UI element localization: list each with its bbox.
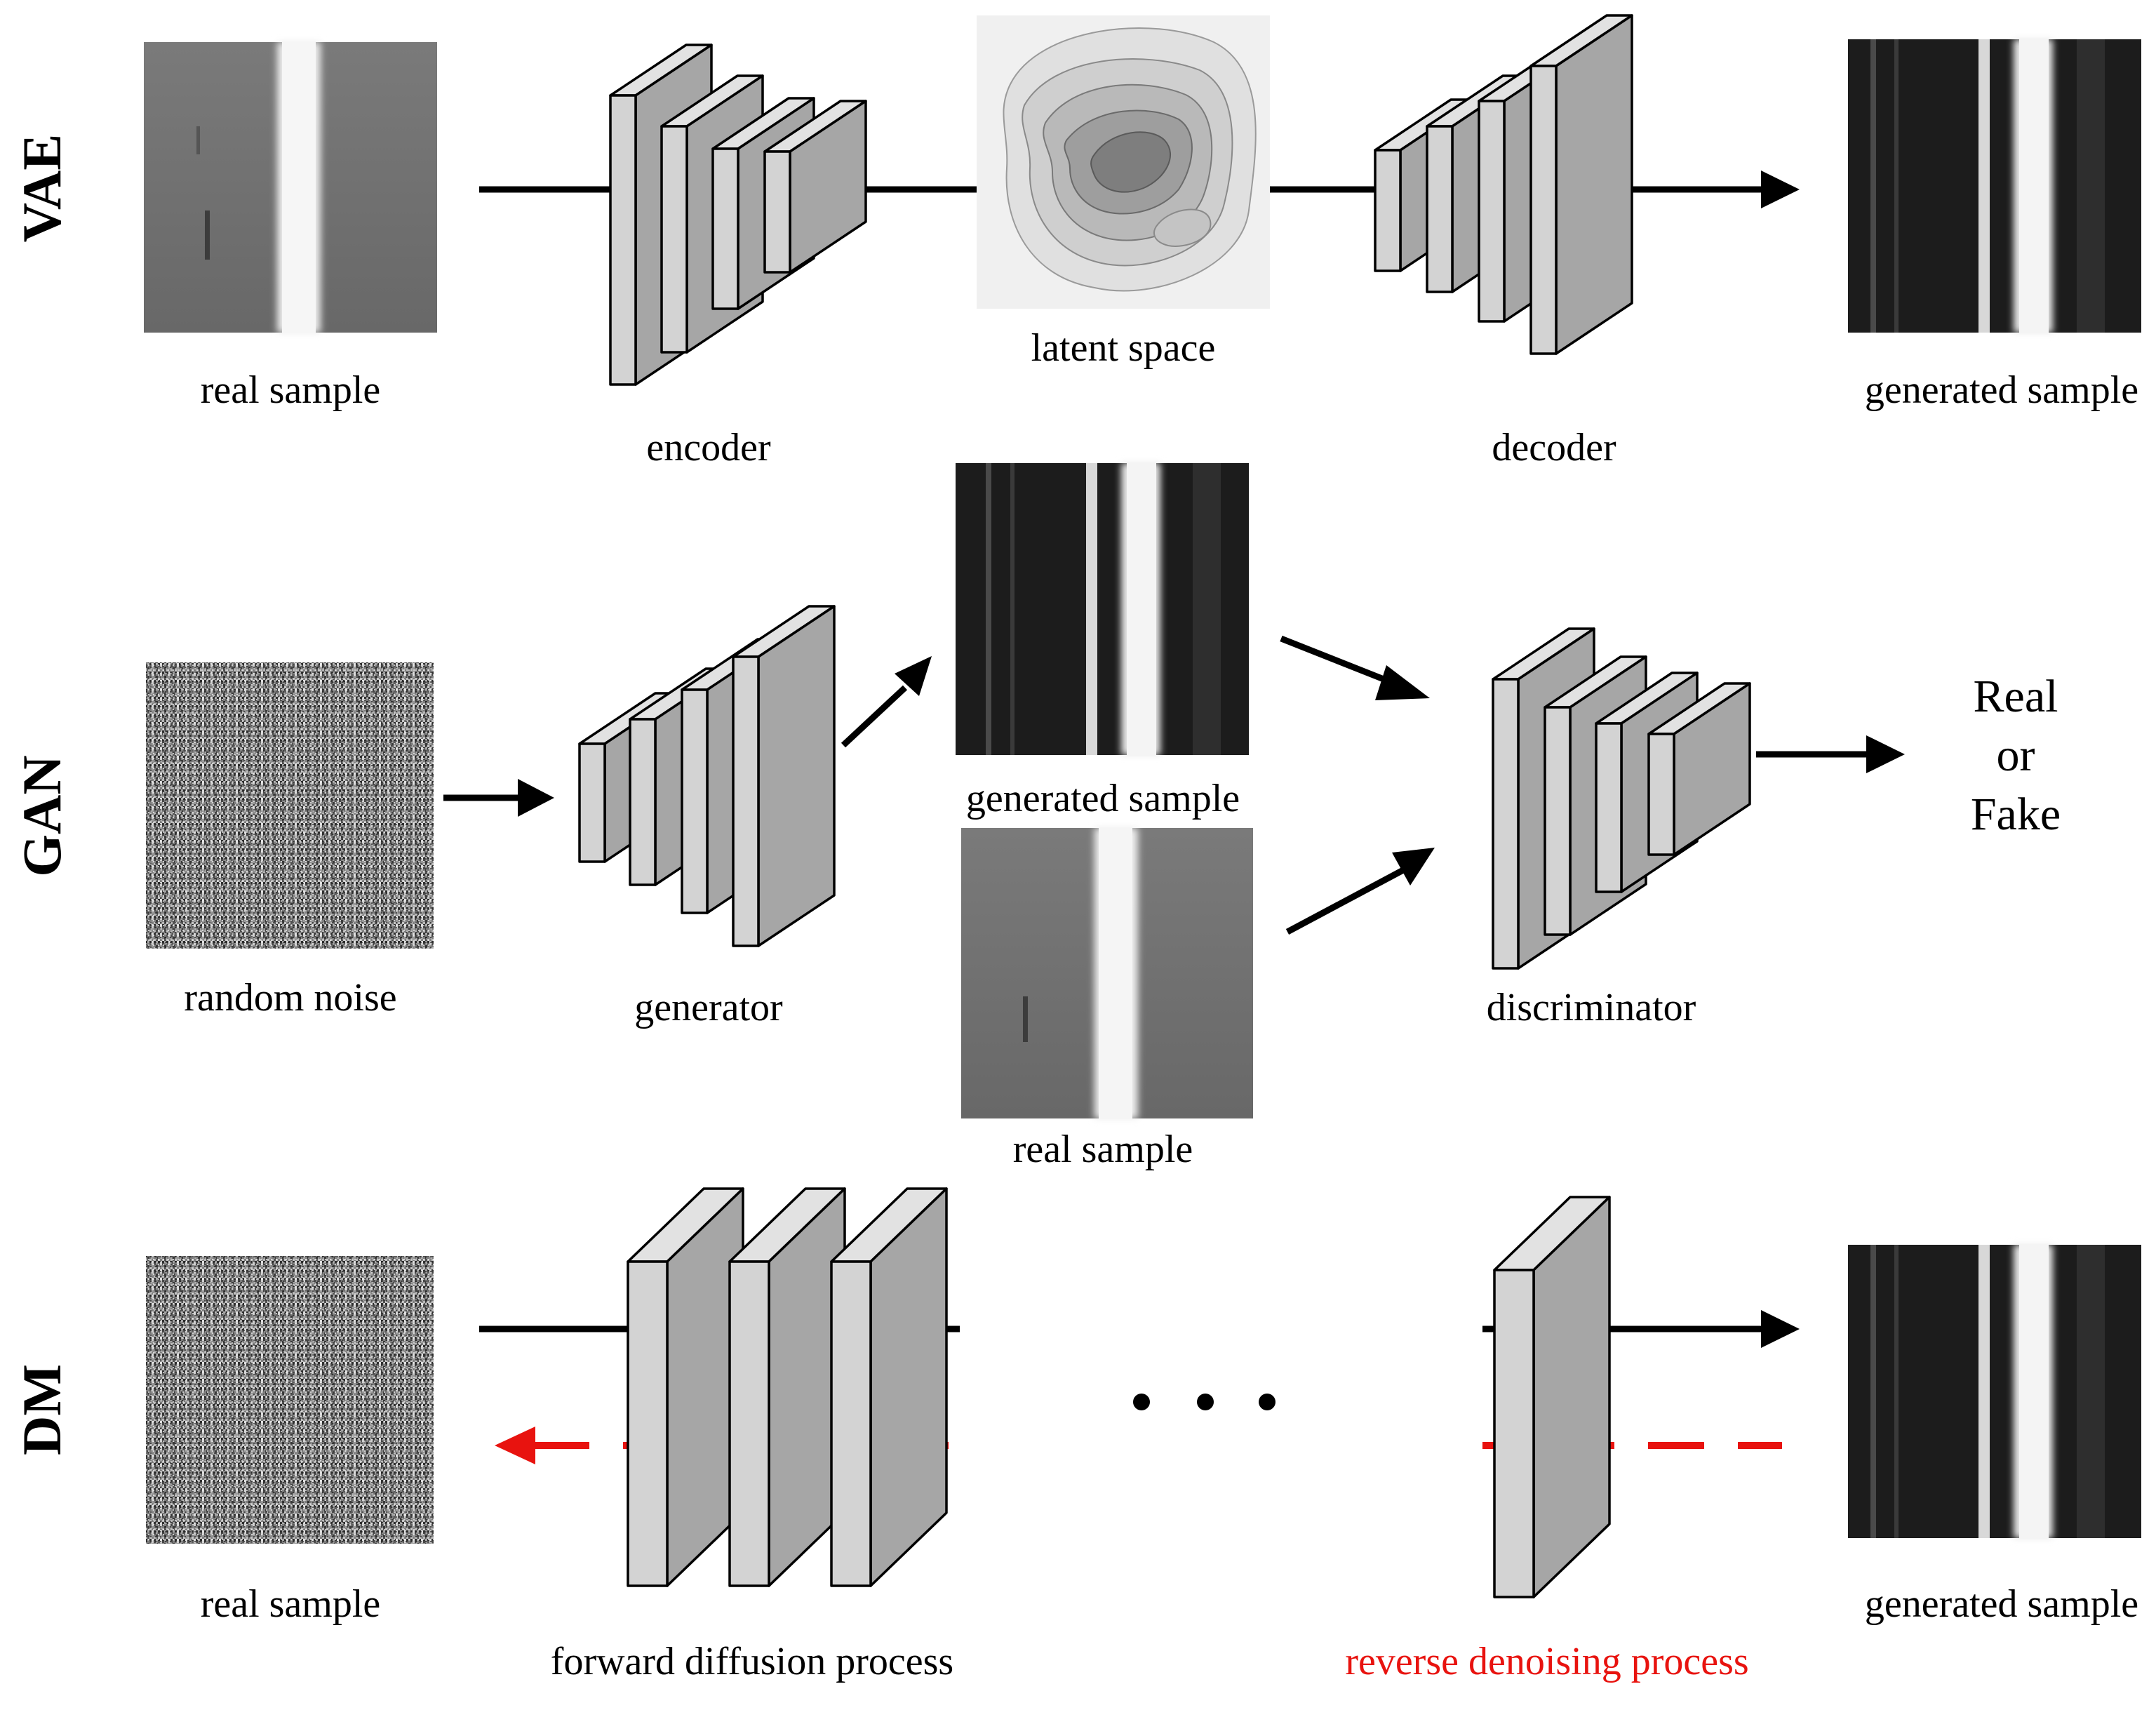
dm-forward-blocks bbox=[627, 1187, 948, 1587]
layer-block-1 bbox=[627, 1187, 744, 1587]
layer-block-front bbox=[1544, 706, 1572, 936]
layer-block-4 bbox=[732, 605, 836, 947]
vae-decoder-blocks bbox=[1374, 14, 1633, 355]
layer-block-front bbox=[1647, 733, 1675, 856]
layer-block-front bbox=[1492, 678, 1520, 970]
dm-output-label: generated sample bbox=[1865, 1582, 2138, 1626]
dm-reverse-label: reverse denoising process bbox=[1345, 1640, 1748, 1683]
layer-block-1 bbox=[1493, 1196, 1611, 1598]
layer-block-front bbox=[609, 94, 637, 386]
gan-discriminator-label: discriminator bbox=[1487, 986, 1696, 1029]
layer-block-front bbox=[1374, 149, 1402, 272]
gan-generator-blocks bbox=[578, 605, 836, 947]
layer-block-front bbox=[1478, 100, 1506, 323]
layer-block-side bbox=[1555, 14, 1633, 355]
dm-ellipsis-dot-3 bbox=[1259, 1394, 1275, 1410]
gan-generator-to-sample-arrow bbox=[841, 685, 908, 748]
dm-forward-arrowhead bbox=[1761, 1310, 1800, 1348]
layer-block-3 bbox=[830, 1187, 948, 1587]
gan-generated-to-discriminator-arrow bbox=[1280, 635, 1398, 688]
gan-generated-label: generated sample bbox=[966, 777, 1240, 820]
latent-space-label: latent space bbox=[1031, 326, 1216, 370]
gan-generated-image bbox=[956, 463, 1249, 755]
gan-generator-to-sample-arrowhead bbox=[895, 656, 932, 696]
layer-block-front bbox=[830, 1260, 872, 1587]
dm-input-image bbox=[146, 1256, 434, 1544]
gan-real-to-discriminator-arrowhead bbox=[1392, 848, 1435, 886]
gan-real-label: real sample bbox=[1013, 1128, 1193, 1171]
vae-input-label: real sample bbox=[201, 368, 381, 412]
vae-input-image bbox=[144, 42, 437, 333]
vae-decoder-label: decoder bbox=[1492, 426, 1616, 469]
dm-reverse-block bbox=[1493, 1196, 1611, 1598]
gan-row-title: GAN bbox=[11, 755, 72, 876]
gan-real-to-discriminator-arrow bbox=[1285, 867, 1405, 935]
layer-block-4 bbox=[1529, 14, 1633, 355]
layer-block-4 bbox=[1647, 682, 1751, 856]
layer-block-front bbox=[1493, 1269, 1535, 1598]
latent-space-contour bbox=[977, 15, 1270, 309]
layer-block-front bbox=[681, 688, 709, 914]
layer-block-front bbox=[763, 150, 791, 274]
dm-row-title: DM bbox=[11, 1364, 72, 1455]
layer-block-front bbox=[627, 1260, 669, 1587]
dm-output-image bbox=[1848, 1245, 2141, 1538]
layer-block-4 bbox=[763, 100, 867, 274]
layer-block-front bbox=[1529, 65, 1558, 355]
layer-block-front bbox=[660, 125, 688, 354]
gan-discriminator-blocks bbox=[1492, 627, 1751, 970]
gan-real-image bbox=[961, 828, 1253, 1118]
dm-input-label: real sample bbox=[201, 1582, 381, 1626]
layer-block-front bbox=[578, 742, 606, 863]
layer-block-front bbox=[1595, 722, 1623, 893]
gan-noise-image bbox=[146, 662, 434, 949]
layer-block-side bbox=[757, 605, 836, 947]
dm-reverse-arrowhead bbox=[495, 1427, 535, 1464]
gan-generator-label: generator bbox=[634, 986, 783, 1029]
vae-output-arrowhead bbox=[1761, 171, 1800, 208]
layer-block-front bbox=[732, 655, 760, 947]
layer-block-front bbox=[1426, 125, 1454, 293]
layer-block-2 bbox=[728, 1187, 846, 1587]
gan-noise-to-generator-arrowhead bbox=[518, 779, 554, 817]
vae-encoder-blocks bbox=[609, 44, 867, 386]
vae-output-label: generated sample bbox=[1865, 368, 2138, 412]
layer-block-front bbox=[629, 718, 657, 886]
vae-encoder-label: encoder bbox=[646, 426, 771, 469]
dm-ellipsis-dot-2 bbox=[1197, 1394, 1214, 1410]
gan-verdict-real: Real bbox=[1974, 671, 2058, 722]
gan-generated-to-discriminator-arrowhead bbox=[1375, 665, 1430, 700]
dm-ellipsis-dot-1 bbox=[1133, 1394, 1150, 1410]
gan-noise-label: random noise bbox=[184, 976, 396, 1020]
layer-block-front bbox=[728, 1260, 770, 1587]
vae-output-image bbox=[1848, 39, 2141, 333]
dm-forward-label: forward diffusion process bbox=[551, 1640, 953, 1683]
gan-verdict-or: or bbox=[1997, 730, 2035, 781]
layer-block-front bbox=[711, 147, 739, 310]
gan-verdict-fake: Fake bbox=[1971, 789, 2061, 840]
gan-verdict-arrowhead bbox=[1866, 735, 1905, 773]
vae-row-title: VAE bbox=[11, 134, 72, 243]
